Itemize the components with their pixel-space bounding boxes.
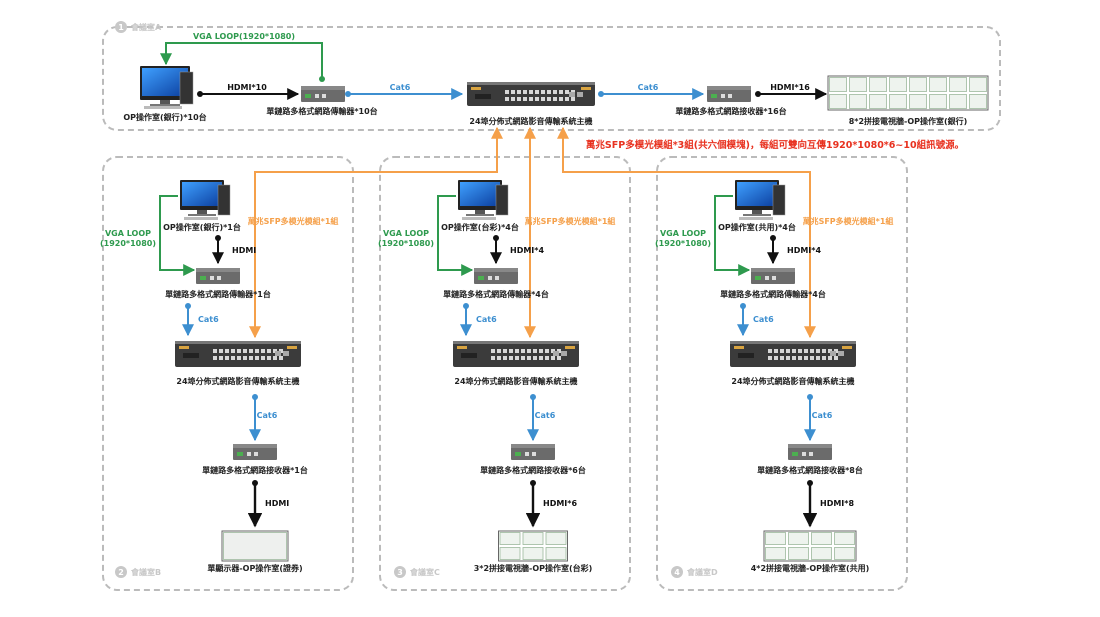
top-cat6-right-label: Cat6 — [638, 83, 659, 92]
sfp-link-label-1: 萬兆SFP多模光模組*1組 — [248, 216, 339, 226]
pc-label: OP操作室(台彩)*4台 — [441, 222, 519, 232]
transmitter-label: 單鏈路多格式網路傳輸器*4台 — [443, 289, 549, 299]
cat6-label-b: Cat6 — [257, 411, 278, 420]
zone-c-badge: 3 會議室C — [394, 566, 440, 578]
svg-text:會議室C: 會議室C — [409, 567, 440, 577]
receiver-label: 單鏈路多格式網路接收器*6台 — [480, 465, 586, 475]
switch-label: 24埠分佈式網路影音傳輸系統主機 — [731, 376, 854, 386]
top-video-wall-icon — [827, 75, 989, 111]
video-wall-icon — [498, 530, 568, 562]
display-label: 單顯示器-OP操作室(證券) — [207, 563, 302, 573]
vga-loop-resolution: (1920*1080) — [378, 239, 434, 248]
receiver-icon — [788, 444, 832, 460]
receiver-icon — [511, 444, 555, 460]
top-main-switch-icon — [467, 82, 595, 106]
top-pc-icon — [140, 66, 194, 109]
vga-loop-line — [437, 195, 474, 276]
hdmi-label-bottom: HDMI*6 — [543, 499, 577, 508]
cat6-label-b: Cat6 — [535, 411, 556, 420]
sfp-link-label-3: 萬兆SFP多模光模組*1組 — [803, 216, 894, 226]
sfp-link-1 — [249, 126, 503, 339]
switch-label: 24埠分佈式網路影音傳輸系統主機 — [454, 376, 577, 386]
svg-text:4: 4 — [674, 568, 680, 577]
top-transmitter-icon — [301, 86, 345, 102]
pc-label: OP操作室(共用)*4台 — [718, 222, 796, 232]
svg-text:3: 3 — [397, 568, 403, 577]
vga-loop-resolution: (1920*1080) — [655, 239, 711, 248]
cat6-label-a: Cat6 — [753, 315, 774, 324]
zone-a-badge: 1 會議室A — [115, 21, 162, 33]
zone-b-border — [102, 156, 354, 591]
top-switch-label: 24埠分佈式網路影音傳輸系統主機 — [469, 116, 592, 126]
single-display-icon — [221, 530, 289, 562]
zone-a-border — [102, 26, 1001, 131]
transmitter-icon — [196, 268, 240, 284]
receiver-label: 單鏈路多格式網路接收器*8台 — [757, 465, 863, 475]
top-hdmi-label: HDMI*10 — [227, 83, 267, 92]
cat6-label-b: Cat6 — [812, 411, 833, 420]
room-column-2: OP操作室(台彩)*4台 VGA LOOP(1920*1080) HDMI*4 單鏈路… — [378, 180, 592, 573]
svg-text:會議室D: 會議室D — [686, 567, 718, 577]
transmitter-icon — [751, 268, 795, 284]
top-video-wall-label: 8*2拼接電視牆-OP操作室(銀行) — [849, 116, 968, 126]
room-column-1: OP操作室(銀行)*1台 VGA LOOP(1920*1080) HDMI 單鏈路多格… — [100, 180, 308, 573]
sfp-link-label-2: 萬兆SFP多模光模組*1組 — [525, 216, 616, 226]
vga-loop-resolution: (1920*1080) — [100, 239, 156, 248]
zone-b-badge: 2 會議室B — [115, 566, 161, 578]
top-receiver-label: 單鏈路多格式網路接收器*16台 — [675, 106, 786, 116]
vga-loop-label: VGA LOOP — [383, 229, 429, 238]
top-cat6-left-label: Cat6 — [390, 83, 411, 92]
switch-icon — [730, 341, 856, 367]
transmitter-label: 單鏈路多格式網路傳輸器*1台 — [165, 289, 271, 299]
svg-text:1: 1 — [118, 23, 124, 32]
hdmi-label-top: HDMI — [232, 246, 256, 255]
top-vga-loop-line — [160, 42, 323, 78]
receiver-icon — [233, 444, 277, 460]
pc-icon — [458, 180, 509, 220]
top-transmitter-label: 單鏈路多格式網路傳輸器*10台 — [266, 106, 377, 116]
hdmi-label-bottom: HDMI*8 — [820, 499, 854, 508]
switch-icon — [175, 341, 301, 367]
vga-loop-line — [714, 195, 751, 276]
cat6-label-a: Cat6 — [476, 315, 497, 324]
room-column-3: OP操作室(共用)*4台 VGA LOOP(1920*1080) HDMI*4 單鏈路… — [655, 180, 869, 573]
receiver-label: 單鏈路多格式網路接收器*1台 — [202, 465, 308, 475]
hdmi-label-top: HDMI*4 — [510, 246, 544, 255]
top-hdmi16-label: HDMI*16 — [770, 83, 810, 92]
pc-icon — [180, 180, 231, 220]
transmitter-icon — [474, 268, 518, 284]
vga-loop-label: VGA LOOP — [660, 229, 706, 238]
cat6-label-a: Cat6 — [198, 315, 219, 324]
switch-icon — [453, 341, 579, 367]
top-receiver-icon — [707, 86, 751, 102]
sfp-links: 萬兆SFP多模光模組*1組 萬兆SFP多模光模組*1組 萬兆SFP多模光模組*1組 — [248, 126, 894, 339]
hdmi-label-bottom: HDMI — [265, 499, 289, 508]
svg-text:會議室A: 會議室A — [130, 22, 162, 32]
display-label: 4*2拼接電視牆-OP操作室(共用) — [751, 563, 870, 573]
hdmi-label-top: HDMI*4 — [787, 246, 821, 255]
top-vga-loop-label: VGA LOOP(1920*1080) — [193, 32, 295, 41]
switch-label: 24埠分佈式網路影音傳輸系統主機 — [176, 376, 299, 386]
display-label: 3*2拼接電視牆-OP操作室(台彩) — [474, 563, 593, 573]
transmitter-label: 單鏈路多格式網路傳輸器*4台 — [720, 289, 826, 299]
svg-text:2: 2 — [118, 568, 124, 577]
pc-label: OP操作室(銀行)*1台 — [163, 222, 241, 232]
sfp-note: 萬兆SFP多模光模組*3組(共六個模塊)，每組可雙向互傳1920*1080*6~… — [586, 139, 964, 151]
zone-c-border — [379, 156, 631, 591]
top-pc-label: OP操作室(銀行)*10台 — [123, 112, 206, 122]
svg-text:會議室B: 會議室B — [130, 567, 161, 577]
vga-loop-line — [159, 195, 196, 276]
vga-loop-label: VGA LOOP — [105, 229, 151, 238]
video-wall-icon — [763, 530, 857, 562]
zone-d-badge: 4 會議室D — [671, 566, 718, 578]
pc-icon — [735, 180, 786, 220]
sfp-link-3 — [557, 126, 816, 339]
